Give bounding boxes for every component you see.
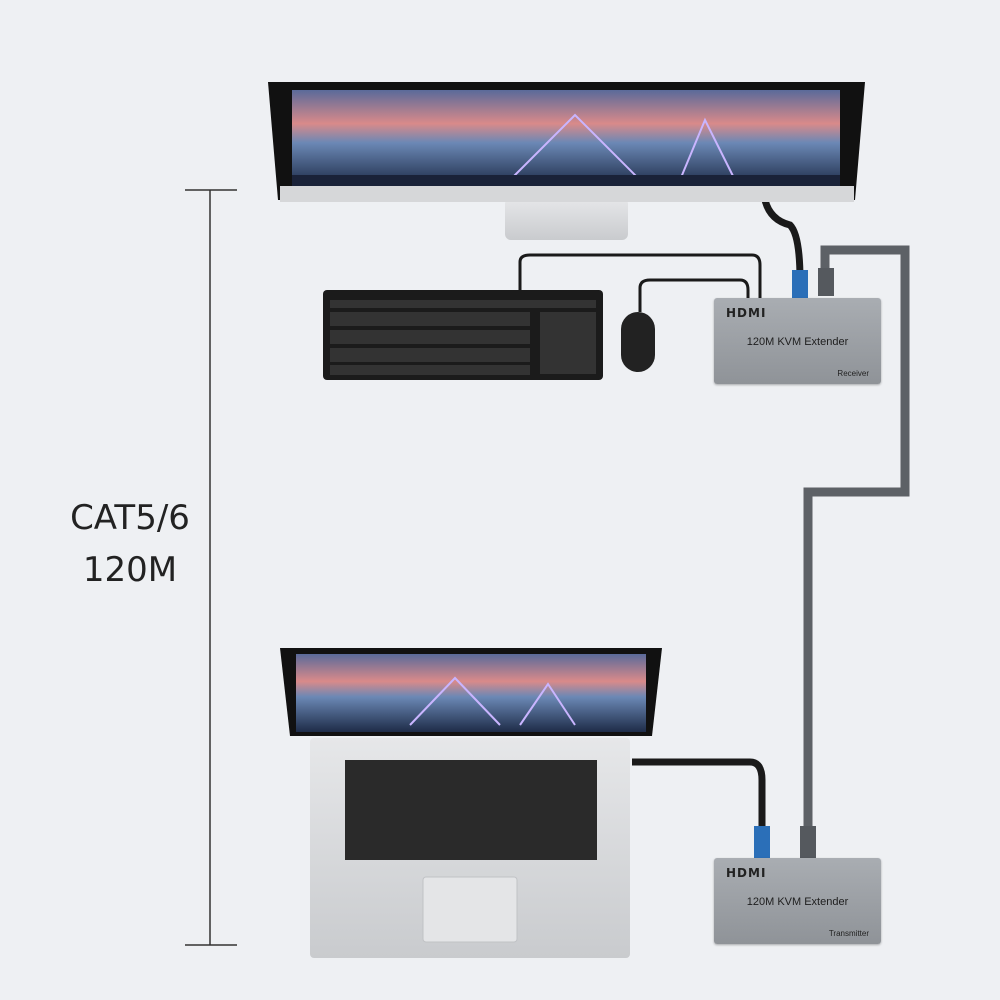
distance-measure-line bbox=[185, 189, 237, 946]
monitor bbox=[268, 82, 865, 240]
distance-label-cable: CAT5/6 bbox=[70, 498, 190, 538]
cat-connector-bottom bbox=[800, 826, 816, 858]
receiver-box: HDMI 120M KVM Extender Receiver bbox=[714, 298, 881, 384]
transmitter-title: 120M KVM Extender bbox=[746, 896, 849, 908]
laptop bbox=[280, 648, 662, 958]
hdmi-logo: HDMI bbox=[726, 306, 767, 320]
mouse bbox=[621, 312, 655, 372]
keyboard bbox=[323, 290, 603, 380]
cat-cable bbox=[803, 245, 910, 830]
receiver-role: Receiver bbox=[837, 369, 869, 378]
transmitter-box: HDMI 120M KVM Extender Transmitter bbox=[714, 858, 881, 944]
keyboard-cable bbox=[518, 253, 762, 298]
cat-connector-top bbox=[818, 268, 834, 296]
hdmi-logo: HDMI bbox=[726, 866, 767, 880]
hdmi-cable-monitor bbox=[761, 198, 804, 281]
receiver-title: 120M KVM Extender bbox=[746, 336, 849, 348]
hdmi-cable-laptop bbox=[632, 758, 766, 830]
hdmi-connector-receiver bbox=[792, 270, 808, 298]
transmitter-role: Transmitter bbox=[828, 929, 869, 938]
hdmi-connector-transmitter bbox=[754, 826, 770, 858]
distance-label-length: 120M bbox=[82, 550, 178, 590]
mouse-cable bbox=[638, 278, 750, 312]
